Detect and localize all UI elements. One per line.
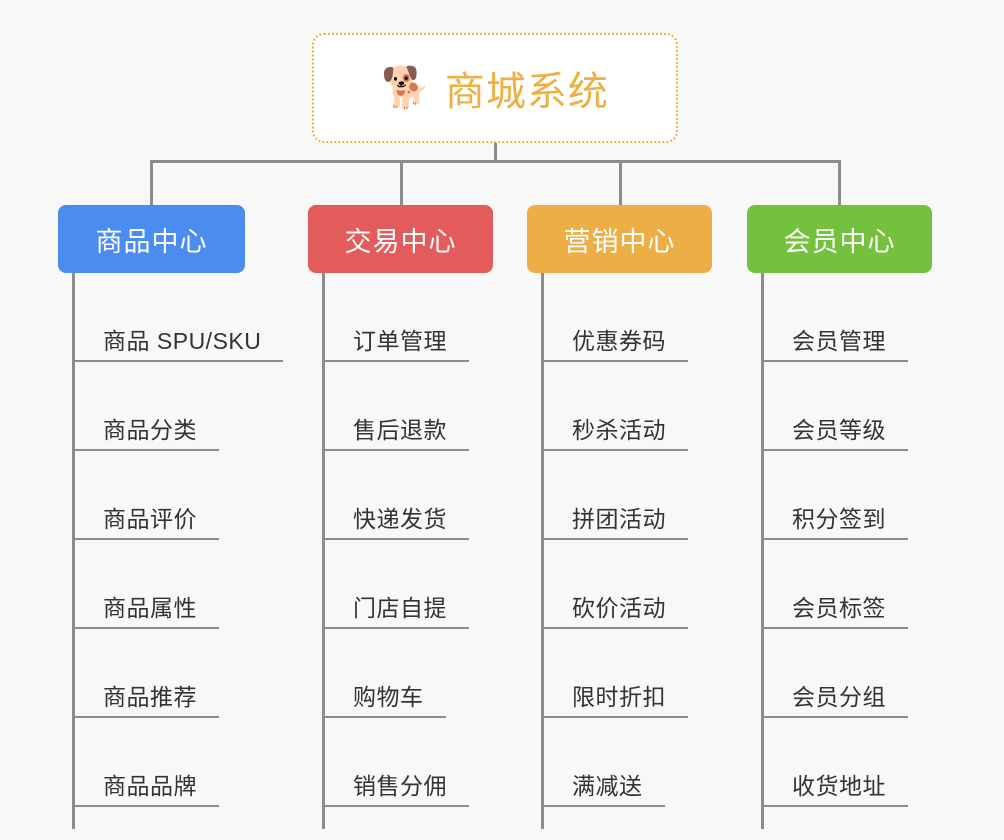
leaf-item[interactable]: 快递发货 [325,451,469,540]
leaf-item-label: 满减送 [544,772,665,807]
connector-branch-3-vertical [838,160,841,205]
leaf-item[interactable]: 拼团活动 [544,451,688,540]
leaf-item-label: 砍价活动 [544,594,688,629]
leaf-item-label: 快递发货 [325,505,469,540]
leaf-item-label: 优惠券码 [544,327,688,362]
branch-box-trade-center[interactable]: 交易中心 [308,205,493,273]
connector-branch-2-vertical [619,160,622,205]
leaf-item[interactable]: 会员标签 [764,540,908,629]
leaf-item-label: 门店自提 [325,594,469,629]
leaf-item[interactable]: 订单管理 [325,273,469,362]
leaf-item-label: 商品品牌 [75,772,219,807]
branch-box-member-center[interactable]: 会员中心 [747,205,932,273]
connector-branch-0-vertical [150,160,153,205]
leaf-item-label: 会员管理 [764,327,908,362]
leaf-item-label: 收货地址 [764,772,908,807]
leaf-item[interactable]: 满减送 [544,718,665,807]
leaf-item-label: 会员标签 [764,594,908,629]
connector-branch-1-vertical [400,160,403,205]
connector-root-vertical [494,143,497,163]
leaf-item[interactable]: 商品分类 [75,362,219,451]
leaf-column-stem [322,273,325,829]
branch-box-marketing-center[interactable]: 营销中心 [527,205,712,273]
leaf-item-label: 商品分类 [75,416,219,451]
leaf-item[interactable]: 限时折扣 [544,629,688,718]
leaf-item[interactable]: 收货地址 [764,718,908,807]
leaf-item-label: 秒杀活动 [544,416,688,451]
leaf-item-label: 商品推荐 [75,683,219,718]
leaf-item[interactable]: 售后退款 [325,362,469,451]
leaf-item[interactable]: 商品属性 [75,540,219,629]
leaf-item[interactable]: 会员分组 [764,629,908,718]
root-node[interactable]: 🐕 商城系统 [312,33,678,143]
leaf-item[interactable]: 商品品牌 [75,718,219,807]
leaf-item-label: 售后退款 [325,416,469,451]
leaf-item-label: 会员等级 [764,416,908,451]
leaf-item-label: 商品评价 [75,505,219,540]
leaf-item[interactable]: 砍价活动 [544,540,688,629]
leaf-item-label: 限时折扣 [544,683,688,718]
leaf-column-stem [541,273,544,829]
leaf-item[interactable]: 秒杀活动 [544,362,688,451]
leaf-item[interactable]: 商品推荐 [75,629,219,718]
leaf-item[interactable]: 商品评价 [75,451,219,540]
leaf-item-label: 会员分组 [764,683,908,718]
leaf-item-label: 拼团活动 [544,505,688,540]
leaf-item-label: 商品 SPU/SKU [75,327,284,362]
leaf-item-label: 积分签到 [764,505,908,540]
leaf-column-stem [761,273,764,829]
leaf-item[interactable]: 会员管理 [764,273,908,362]
leaf-item-label: 商品属性 [75,594,219,629]
leaf-item[interactable]: 积分签到 [764,451,908,540]
leaf-item-label: 购物车 [325,683,446,718]
leaf-item[interactable]: 商品 SPU/SKU [75,273,284,362]
root-title: 商城系统 [444,70,609,114]
shiba-inu-icon: 🐕 [381,66,431,110]
leaf-column-stem [72,273,75,829]
leaf-item[interactable]: 会员等级 [764,362,908,451]
leaf-item[interactable]: 销售分佣 [325,718,469,807]
leaf-item[interactable]: 优惠券码 [544,273,688,362]
leaf-item[interactable]: 购物车 [325,629,446,718]
branch-box-product-center[interactable]: 商品中心 [58,205,245,273]
leaf-item[interactable]: 门店自提 [325,540,469,629]
connector-trunk-horizontal [150,160,840,163]
leaf-item-label: 销售分佣 [325,772,469,807]
leaf-item-label: 订单管理 [325,327,469,362]
